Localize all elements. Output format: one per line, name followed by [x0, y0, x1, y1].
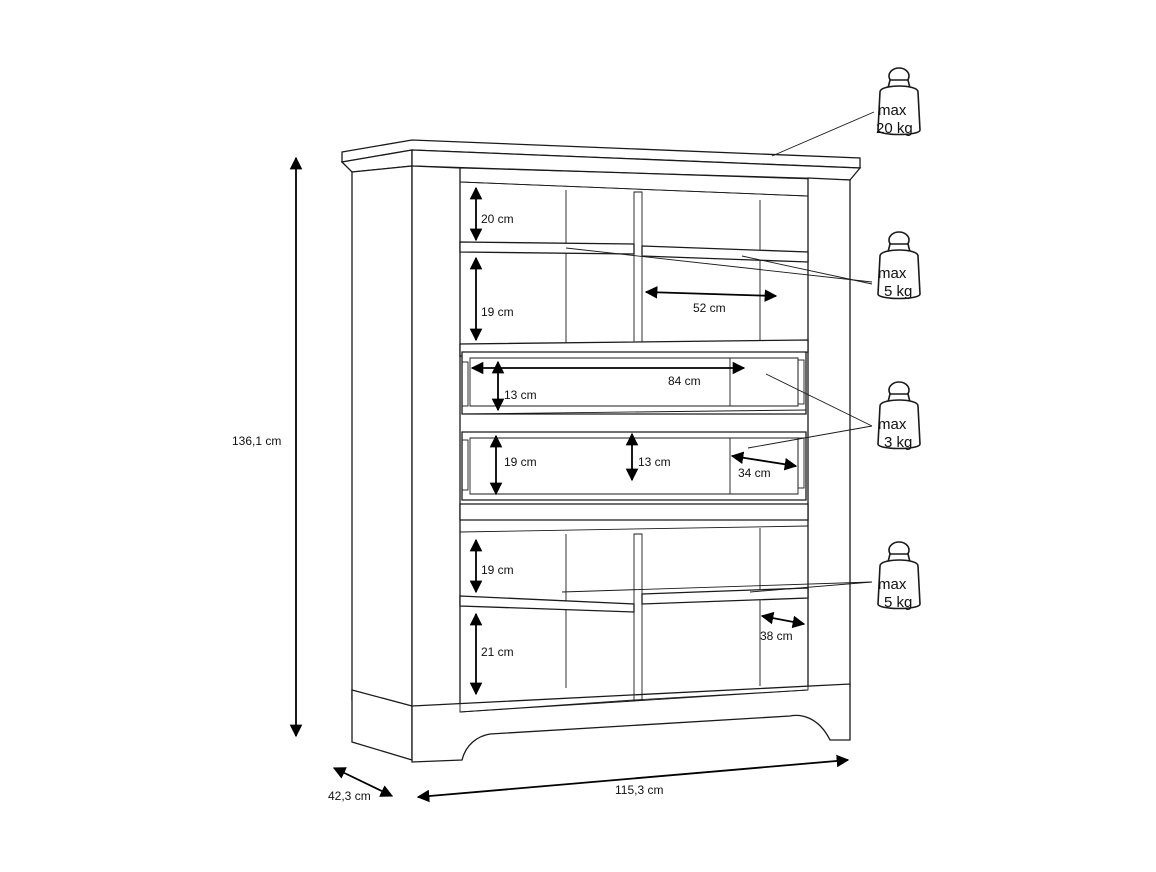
dim-label-21: 21 cm: [481, 645, 514, 659]
dim-arrow-38: [760, 611, 806, 629]
weight-max-4: max: [878, 576, 907, 593]
weight-max-3: max: [878, 416, 907, 433]
weight-icon-4: [877, 541, 921, 610]
left-side-panel: [351, 165, 413, 719]
dim-label-84: 84 cm: [668, 374, 701, 388]
weight-load-1: 20 kg: [876, 120, 913, 137]
depth-arrow: [332, 767, 394, 797]
weight-icon-1: [877, 67, 921, 136]
weight-load-4: 5 kg: [884, 594, 912, 611]
weight-icon-3: [877, 381, 921, 450]
dim-arrow-52: [644, 286, 778, 302]
dim-label-38: 38 cm: [760, 629, 793, 643]
front-left-stile: [411, 165, 461, 721]
width-label: 115,3 cm: [615, 783, 663, 797]
height-label: 136,1 cm: [232, 434, 281, 448]
weight-load-2: 5 kg: [884, 283, 912, 300]
weight-icon-2: [877, 231, 921, 300]
dim-label-20: 20 cm: [481, 212, 514, 226]
dim-label-13b: 13 cm: [638, 455, 671, 469]
weight-max-1: max: [878, 102, 907, 119]
lower-shelf: [459, 595, 635, 613]
depth-label: 42,3 cm: [328, 789, 371, 803]
upper-shelf: [459, 241, 635, 255]
width-arrow: [416, 754, 850, 803]
dim-label-13a: 13 cm: [504, 388, 537, 402]
cabinet: [340, 139, 862, 763]
dim-label-19c: 19 cm: [481, 563, 514, 577]
leader-lines: [561, 111, 875, 593]
dim-label-52: 52 cm: [693, 301, 726, 315]
weight-load-3: 3 kg: [884, 434, 912, 451]
weight-max-2: max: [878, 265, 907, 282]
dim-label-19b: 19 cm: [504, 455, 537, 469]
dim-arrow-34: [730, 451, 798, 471]
drawer-upper: [461, 351, 807, 415]
plinth-front: [411, 683, 851, 763]
dim-label-19a: 19 cm: [481, 305, 514, 319]
dim-label-34: 34 cm: [738, 466, 771, 480]
